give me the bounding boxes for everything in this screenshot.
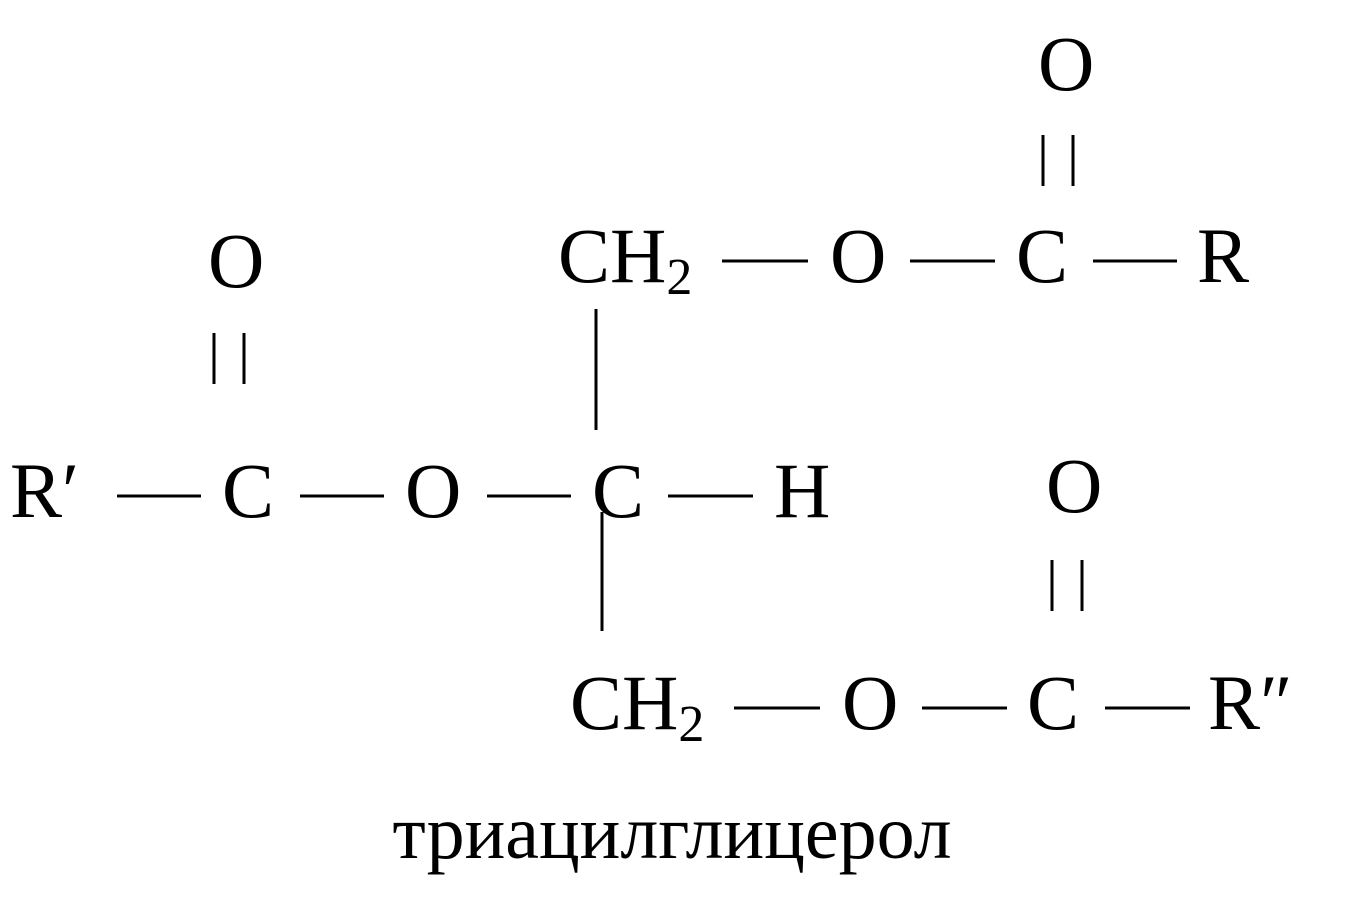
atom-o-top-ester: O: [830, 212, 886, 299]
atom-h-center: H: [774, 447, 830, 534]
atom-r-double-prime: R″: [1208, 659, 1293, 746]
atom-o-top-carbonyl: O: [1038, 20, 1094, 107]
caption: триацилглицерол: [392, 791, 951, 875]
atom-o-bottom-carbonyl: O: [1046, 442, 1102, 529]
atom-ch2-top-label: CH: [558, 212, 666, 299]
atom-ch2-bottom: CH2: [570, 659, 704, 753]
atom-o-bottom-ester: O: [842, 659, 898, 746]
atom-r-prime: R′: [10, 447, 79, 534]
atom-r-top: R: [1197, 212, 1249, 299]
atom-ch2-top: CH2: [558, 212, 692, 306]
atom-o-left-carbonyl: O: [208, 217, 264, 304]
atom-ch2-bottom-label: CH: [570, 659, 678, 746]
atom-ch2-bottom-subscript: 2: [678, 696, 704, 753]
atom-ch2-top-subscript: 2: [666, 249, 692, 306]
atom-o-left-ester: O: [405, 447, 461, 534]
atom-c-top-carbonyl: C: [1016, 212, 1068, 299]
atom-c-left-carbonyl: C: [222, 447, 274, 534]
atom-c-bottom-carbonyl: C: [1027, 659, 1079, 746]
atom-c-center: C: [592, 447, 644, 534]
